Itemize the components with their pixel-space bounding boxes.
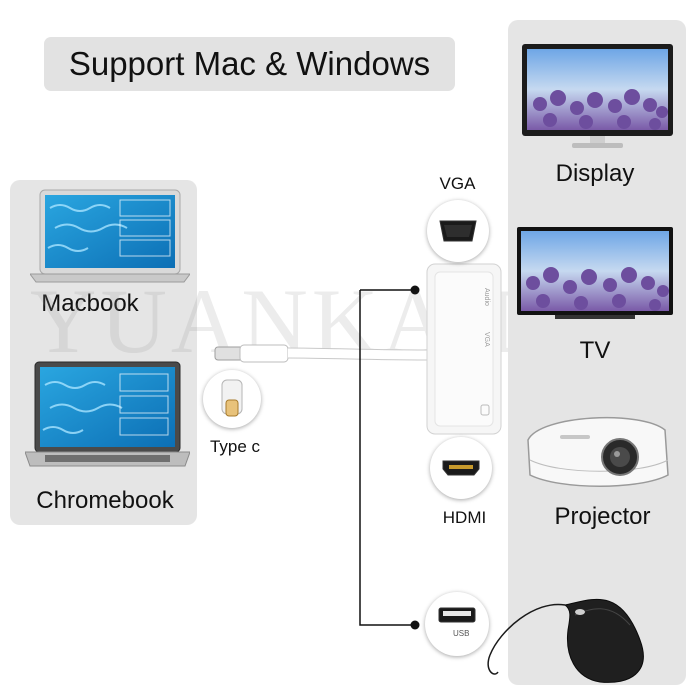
macbook-image — [30, 189, 190, 283]
usb-port-image: USB — [425, 592, 489, 656]
mouse-image — [487, 598, 644, 683]
display-image — [522, 44, 673, 148]
type-c-label: Type c — [209, 437, 261, 456]
display-label: Display — [555, 160, 635, 187]
usb-port-text: USB — [453, 629, 469, 638]
hdmi-port-image — [430, 437, 492, 499]
chromebook-label: Chromebook — [36, 487, 174, 514]
hdmi-label: HDMI — [442, 508, 487, 527]
tv-label: TV — [579, 337, 611, 364]
page-title: Support Mac & Windows — [68, 45, 431, 82]
usb-c-cable — [214, 344, 431, 363]
vga-port-image — [427, 200, 489, 262]
tv-image — [517, 227, 673, 319]
chromebook-image — [25, 361, 190, 467]
connection-lines — [359, 285, 420, 630]
usb-c-connector-image — [203, 370, 261, 428]
projector-image — [527, 416, 669, 487]
projector-label: Projector — [554, 503, 651, 530]
adapter-vga-text: VGA — [483, 332, 490, 347]
macbook-label: Macbook — [41, 290, 139, 317]
title-banner — [44, 37, 455, 91]
adapter-audio-text: Audio — [483, 288, 490, 306]
adapter-image: Audio VGA — [426, 263, 502, 435]
vga-label: VGA — [439, 174, 476, 193]
